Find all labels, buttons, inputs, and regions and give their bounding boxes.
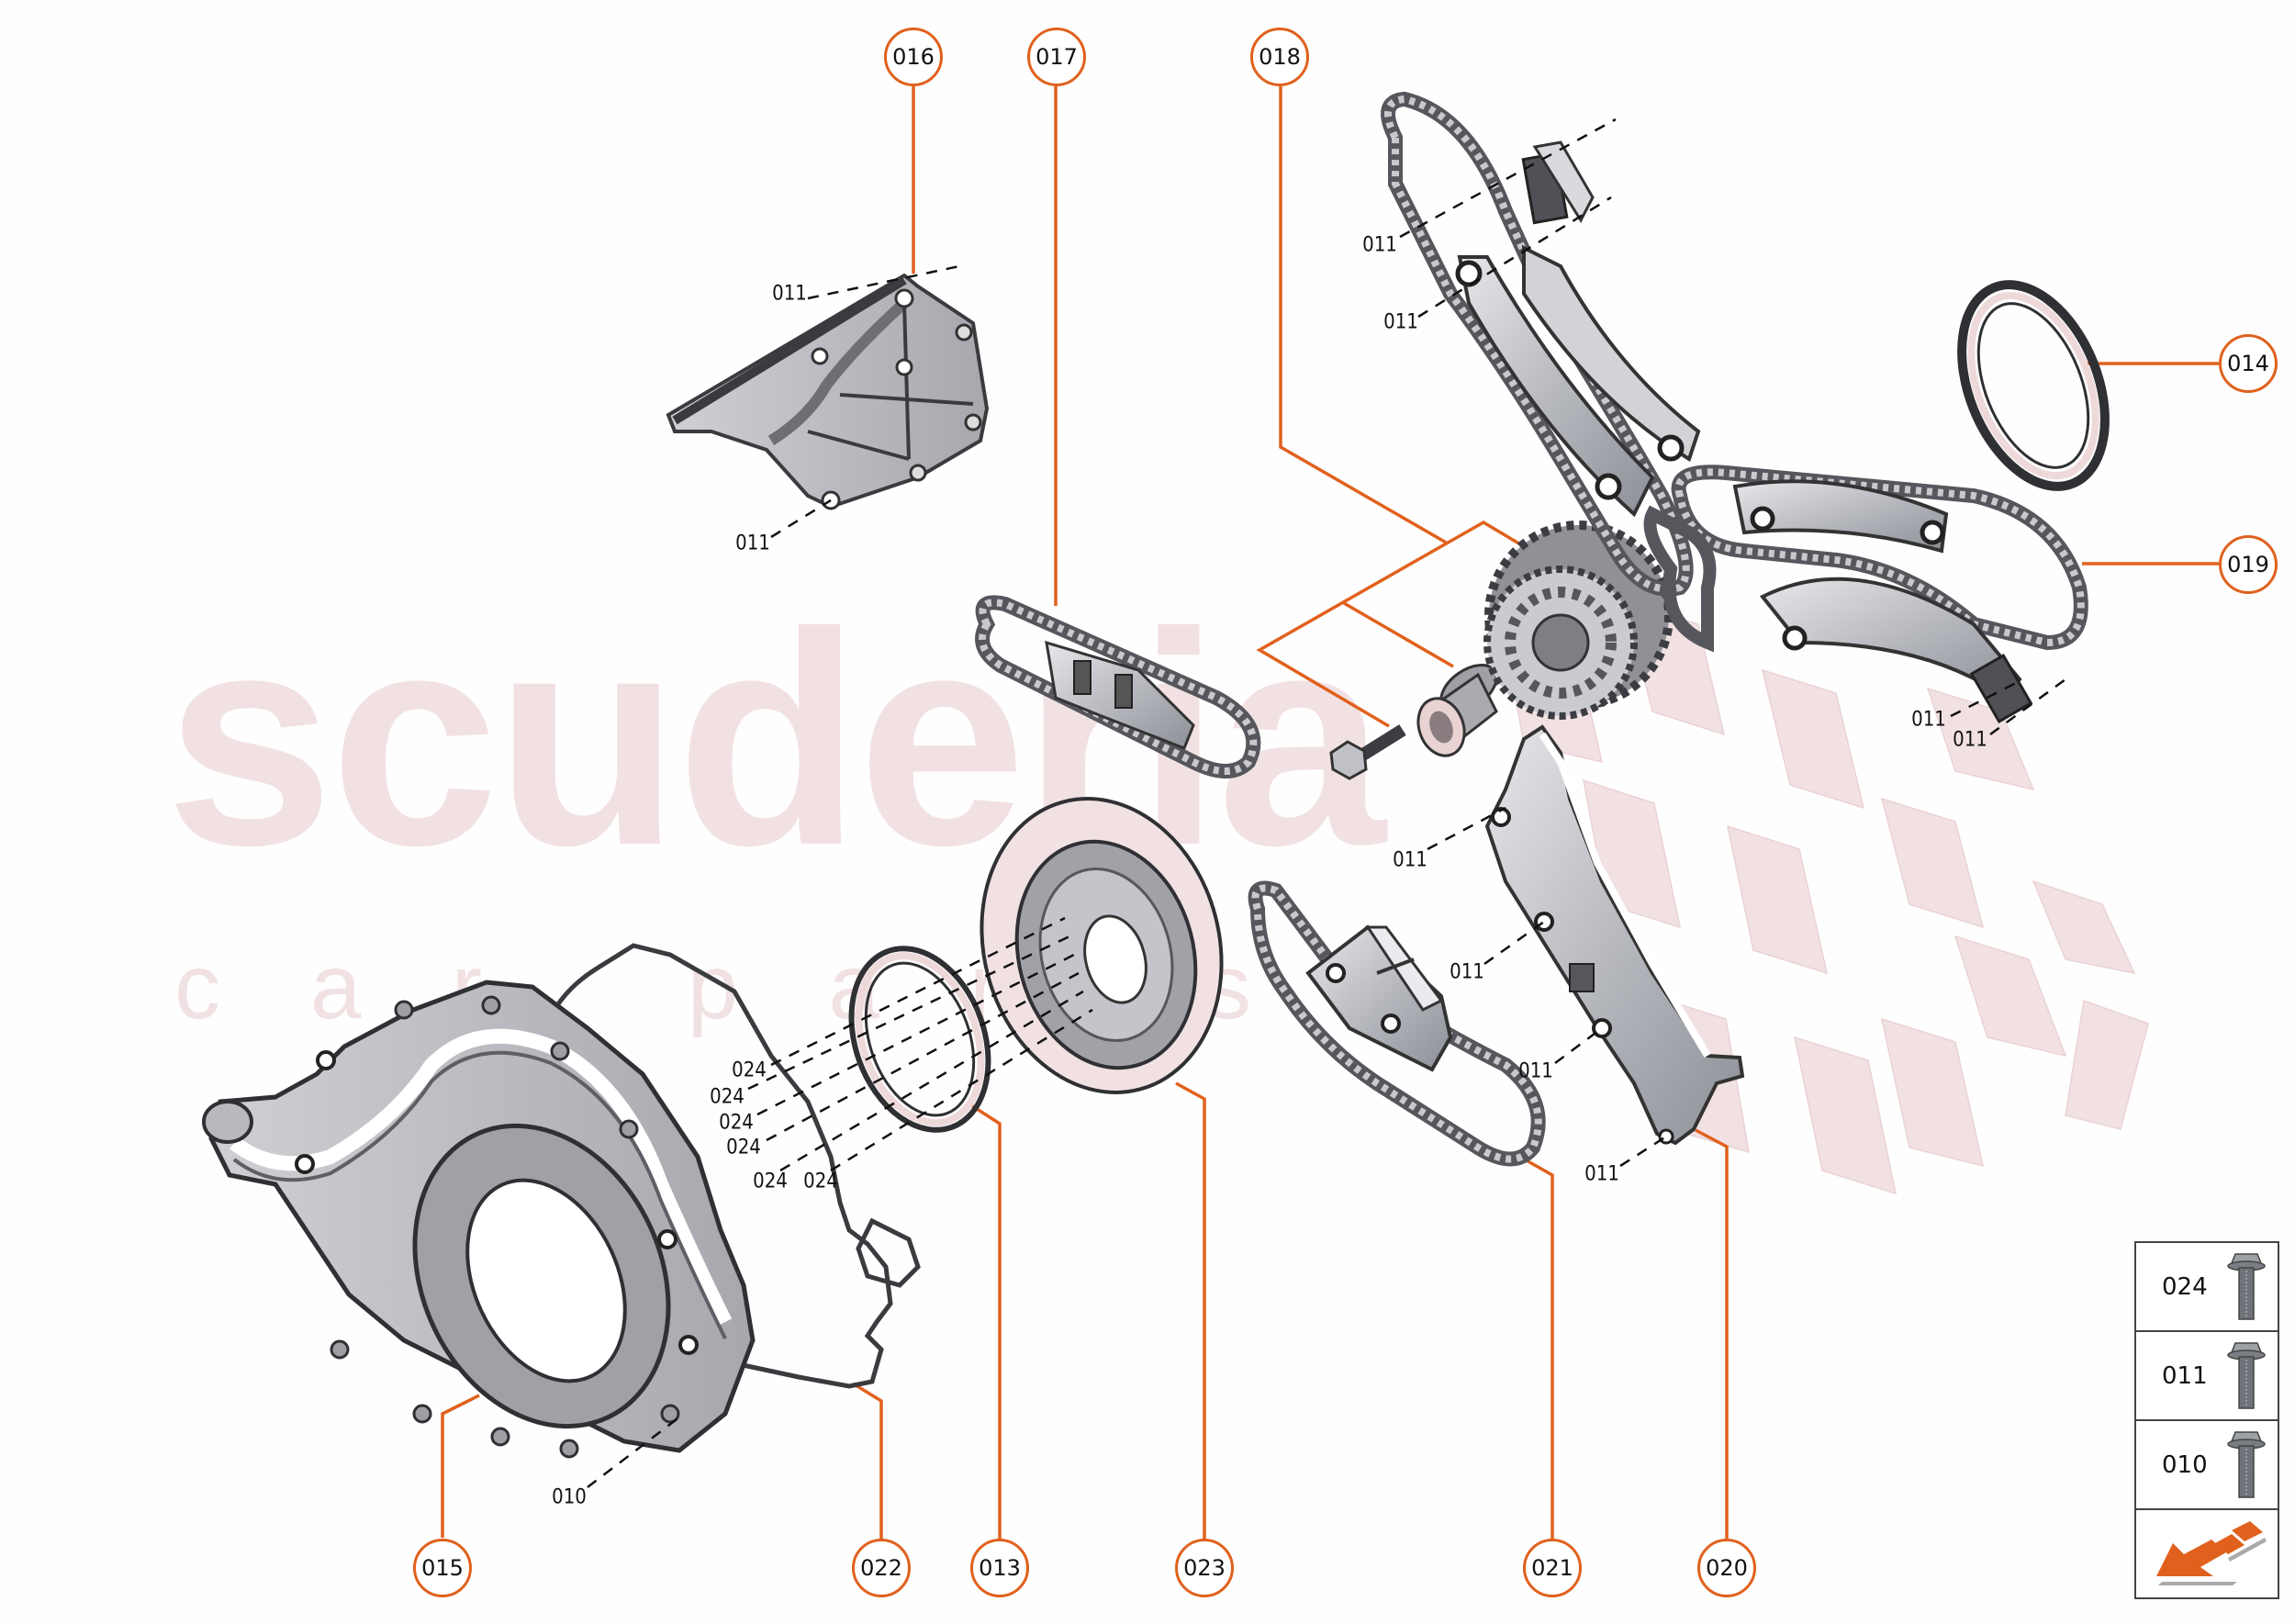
fastener-label-011: 011 <box>1911 708 1946 732</box>
callout-022[interactable]: 022 <box>852 1539 911 1597</box>
leader-022 <box>852 1382 883 1540</box>
sprocket-bolt <box>1329 724 1406 780</box>
fastener-label-011: 011 <box>772 282 807 306</box>
legend-row-011[interactable]: 011 <box>2136 1332 2278 1421</box>
callout-023[interactable]: 023 <box>1175 1539 1234 1597</box>
legend-row-010[interactable]: 010 <box>2136 1421 2278 1510</box>
part-019-side-chain-guides <box>1643 465 2088 724</box>
fastener-label-011: 011 <box>735 532 770 555</box>
leader-lines <box>441 86 2219 1540</box>
leader-013 <box>970 1103 1002 1540</box>
fastener-label-024: 024 <box>710 1085 744 1109</box>
leader-018-tree <box>1256 520 1528 728</box>
fastener-label-024: 024 <box>753 1170 788 1193</box>
fastener-label-011: 011 <box>1393 848 1427 872</box>
sprocket <box>1483 521 1674 720</box>
fastener-label-011: 011 <box>1450 960 1484 984</box>
legend-row-024[interactable]: 024 <box>2136 1243 2278 1332</box>
fastener-label-011: 011 <box>1383 310 1418 334</box>
leader-023 <box>1175 1081 1206 1540</box>
callout-018[interactable]: 018 <box>1250 28 1309 86</box>
callout-019[interactable]: 019 <box>2219 535 2278 594</box>
part-016-upper-cover <box>666 273 990 510</box>
fastener-label-011: 011 <box>1953 728 1987 752</box>
bushing <box>1416 664 1498 757</box>
callout-013[interactable]: 013 <box>970 1539 1029 1597</box>
fastener-label-011: 011 <box>1518 1059 1553 1083</box>
fastener-label-024: 024 <box>803 1170 838 1193</box>
bolt-icon <box>2227 1253 2266 1320</box>
callout-017[interactable]: 017 <box>1027 28 1086 86</box>
part-022-gasket <box>543 943 921 1389</box>
fastener-label-011: 011 <box>1362 233 1397 257</box>
fastener-legend: 024 011 010 <box>2134 1241 2279 1599</box>
upper-tensioner <box>1521 140 1595 225</box>
fastener-label-024: 024 <box>726 1136 761 1159</box>
part-017-chain-tensioner <box>975 595 1261 778</box>
fastener-label-024: 024 <box>719 1111 754 1135</box>
leader-021 <box>1524 1158 1554 1539</box>
part-023-damper <box>980 797 1224 1094</box>
fastener-label-024: 024 <box>732 1058 767 1082</box>
callout-015[interactable]: 015 <box>413 1539 472 1597</box>
legend-code: 010 <box>2162 1450 2208 1479</box>
leader-018-branch <box>1343 601 1454 668</box>
callout-021[interactable]: 021 <box>1523 1539 1582 1597</box>
leader-015 <box>441 1394 480 1538</box>
part-015-front-cover <box>202 980 756 1459</box>
leader-018-main <box>1279 86 1449 545</box>
part-014-seal <box>1957 280 2110 491</box>
direction-arrow-icon <box>2156 1521 2267 1585</box>
bolt-icon <box>2227 1342 2266 1409</box>
callout-016[interactable]: 016 <box>884 28 943 86</box>
legend-code: 024 <box>2162 1272 2208 1301</box>
legend-code: 011 <box>2162 1361 2208 1390</box>
callout-020[interactable]: 020 <box>1697 1539 1756 1597</box>
fastener-label-010: 010 <box>552 1485 587 1509</box>
direction-arrow-button[interactable] <box>2136 1510 2278 1597</box>
fastener-guide-lines <box>587 118 2066 1488</box>
part-018-upper-chain-guides <box>1381 91 1701 597</box>
callout-014[interactable]: 014 <box>2219 334 2278 393</box>
leader-020 <box>1695 1128 1729 1539</box>
part-021-lower-chain <box>1248 880 1546 1167</box>
part-020-guide-rail <box>1484 724 1745 1146</box>
bolt-icon <box>2227 1431 2266 1498</box>
fastener-label-011: 011 <box>1584 1162 1619 1186</box>
